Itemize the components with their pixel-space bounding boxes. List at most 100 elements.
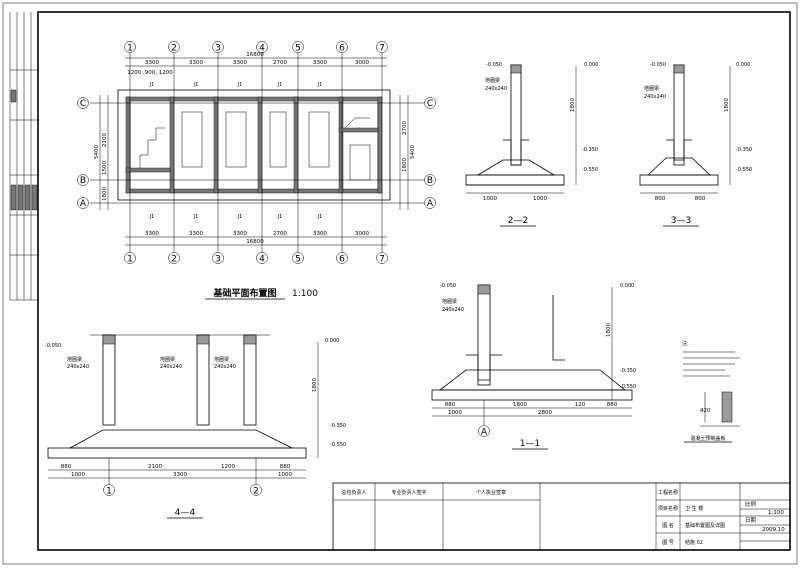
s22-elev-zero: 0.000 bbox=[584, 62, 598, 68]
left-dim-1: 2100 bbox=[102, 133, 108, 147]
s44-dim-3: 1000 bbox=[278, 472, 292, 478]
right-total: 5400 bbox=[410, 145, 416, 159]
s44-beam-size-1: 240x240 bbox=[67, 364, 89, 370]
axis-top-1: 1 bbox=[127, 44, 133, 54]
top-total: 16800 bbox=[246, 52, 264, 58]
plan-outline bbox=[117, 89, 391, 201]
s22-dim-l: 1000 bbox=[483, 196, 497, 202]
title-block: 总包负责人 专业负责人签字 个人执业签章 工程名称 项目名称 卫 生 楼 图 名… bbox=[332, 482, 791, 551]
s22-beam: 地圈梁 bbox=[485, 77, 500, 84]
s22-elev-bot: -0.550 bbox=[582, 167, 598, 173]
s11-elev-mid: -0.350 bbox=[620, 368, 636, 374]
section-4-4: -0.050 0.000 地圈梁 240x240 地圈梁 240x240 地圈梁… bbox=[45, 334, 346, 519]
plan-footing-marks: J1 J1 J1 J1 J1 J1 J1 J1 J1 J1 bbox=[149, 82, 323, 220]
s11-sub-4: 880 bbox=[607, 402, 618, 408]
s11-h1: 1800 bbox=[606, 323, 612, 337]
bottom-dim-3: 3300 bbox=[233, 231, 247, 237]
s44-beam-2: 地圈梁 bbox=[160, 356, 175, 363]
mark-top-3: J1 bbox=[237, 82, 243, 88]
top-dim-6: 3000 bbox=[355, 60, 369, 66]
axis-left-A: A bbox=[80, 199, 87, 209]
axis-bottom-7: 7 bbox=[379, 255, 385, 265]
axis-top-4: 4 bbox=[259, 44, 265, 54]
s11-elev-top: -0.050 bbox=[440, 283, 456, 289]
tb-r1-label: 工程名称 bbox=[658, 489, 678, 496]
mark-bottom-4: J1 bbox=[277, 214, 283, 220]
section-1-1: -0.050 0.000 地圈梁 240x240 -0.350 -0.550 1… bbox=[431, 283, 636, 450]
s11-sub-3: 120 bbox=[575, 402, 586, 408]
axis-top-2: 2 bbox=[171, 44, 177, 54]
s44-elev-mid: -0.350 bbox=[330, 423, 346, 429]
detail-size: 420 bbox=[700, 408, 711, 414]
s44-title: 4—4 bbox=[175, 508, 196, 518]
axis-bubbles-right: C B A bbox=[424, 97, 436, 209]
axis-bottom-4: 4 bbox=[259, 255, 265, 265]
s11-sub-1: 880 bbox=[445, 402, 456, 408]
plan-top-dims: 16800 3300 3300 3300 2700 3300 3000 1200… bbox=[125, 52, 387, 76]
tb-col1: 总包负责人 bbox=[341, 489, 366, 496]
axis-bottom-2: 2 bbox=[171, 255, 177, 265]
s44-elev-zero: 0.000 bbox=[325, 338, 339, 344]
s44-axis-2: 2 bbox=[253, 487, 259, 497]
s33-dim-l: 800 bbox=[655, 196, 666, 202]
s44-beam-3: 地圈梁 bbox=[214, 356, 229, 363]
tb-col2: 专业负责人签字 bbox=[391, 489, 426, 496]
top-dim-4: 2700 bbox=[273, 60, 287, 66]
s33-elev-top: -0.050 bbox=[650, 62, 666, 68]
s44-sub-2: 2100 bbox=[148, 464, 162, 470]
s44-dim-2: 3300 bbox=[173, 472, 187, 478]
plan-scale: 1:100 bbox=[292, 289, 318, 299]
bottom-total: 16800 bbox=[246, 239, 264, 245]
s22-dim-r: 1000 bbox=[533, 196, 547, 202]
plan-bottom-dims: 3300 3300 3300 2700 3300 3000 16800 bbox=[125, 231, 387, 246]
tb-r2-label: 项目名称 bbox=[658, 505, 678, 512]
s44-sub-3: 1200 bbox=[221, 464, 235, 470]
left-binding-strip bbox=[9, 12, 38, 301]
s44-dim-1: 1000 bbox=[71, 472, 85, 478]
mark-bottom-2: J1 bbox=[193, 214, 199, 220]
tb-r3-label: 图 名 bbox=[662, 522, 674, 529]
axis-top-3: 3 bbox=[215, 44, 221, 54]
top-dim-5: 3300 bbox=[313, 60, 327, 66]
detail-title: 混凝土预制盖板 bbox=[690, 435, 725, 442]
axis-left-B: B bbox=[80, 176, 86, 186]
axis-right-B: B bbox=[427, 176, 433, 186]
s11-beam-size: 240x240 bbox=[442, 307, 464, 313]
axis-bottom-1: 1 bbox=[127, 255, 133, 265]
bottom-dim-4: 2700 bbox=[273, 231, 287, 237]
left-dim-2: 1500 bbox=[102, 161, 108, 175]
axis-right-C: C bbox=[427, 99, 433, 109]
s11-sub-2: 1800 bbox=[513, 402, 527, 408]
s44-beam-size-3: 240x240 bbox=[214, 364, 236, 370]
s11-elev-zero: 0.000 bbox=[620, 283, 634, 289]
s22-elev-top: -0.050 bbox=[486, 62, 502, 68]
s33-elev-bot: -0.550 bbox=[736, 167, 752, 173]
s44-h1: 1800 bbox=[312, 378, 318, 392]
right-dim-1: 2700 bbox=[402, 121, 408, 135]
axis-left-C: C bbox=[80, 99, 86, 109]
mark-bottom-1: J1 bbox=[149, 214, 155, 220]
s44-axis-1: 1 bbox=[106, 487, 112, 497]
s33-beam-size: 240x240 bbox=[644, 94, 666, 100]
s11-axis: A bbox=[481, 428, 488, 438]
axis-bottom-5: 5 bbox=[295, 255, 301, 265]
s11-beam: 地圈梁 bbox=[442, 298, 457, 305]
top-sub-dims: 1200 ,900, 1200 bbox=[127, 70, 173, 76]
section-2-2: -0.050 0.000 地圈梁 240x240 -0.350 -0.550 1… bbox=[465, 62, 598, 227]
s11-title: 1—1 bbox=[520, 439, 540, 449]
tb-r4-label: 图 号 bbox=[662, 540, 674, 546]
right-dim-2: 1800 bbox=[402, 158, 408, 172]
bottom-dim-6: 3000 bbox=[355, 231, 369, 237]
detail-note-head: 注: bbox=[682, 340, 689, 347]
tb-side-2: 1:100 bbox=[768, 510, 784, 516]
axis-bottom-3: 3 bbox=[215, 255, 221, 265]
s33-title: 3—3 bbox=[671, 216, 691, 226]
top-dim-2: 3300 bbox=[189, 60, 203, 66]
s22-beam-size: 240x240 bbox=[485, 86, 507, 92]
mark-bottom-3: J1 bbox=[237, 214, 243, 220]
mark-top-5: J1 bbox=[317, 82, 323, 88]
s11-dim-l: 1000 bbox=[448, 410, 462, 416]
